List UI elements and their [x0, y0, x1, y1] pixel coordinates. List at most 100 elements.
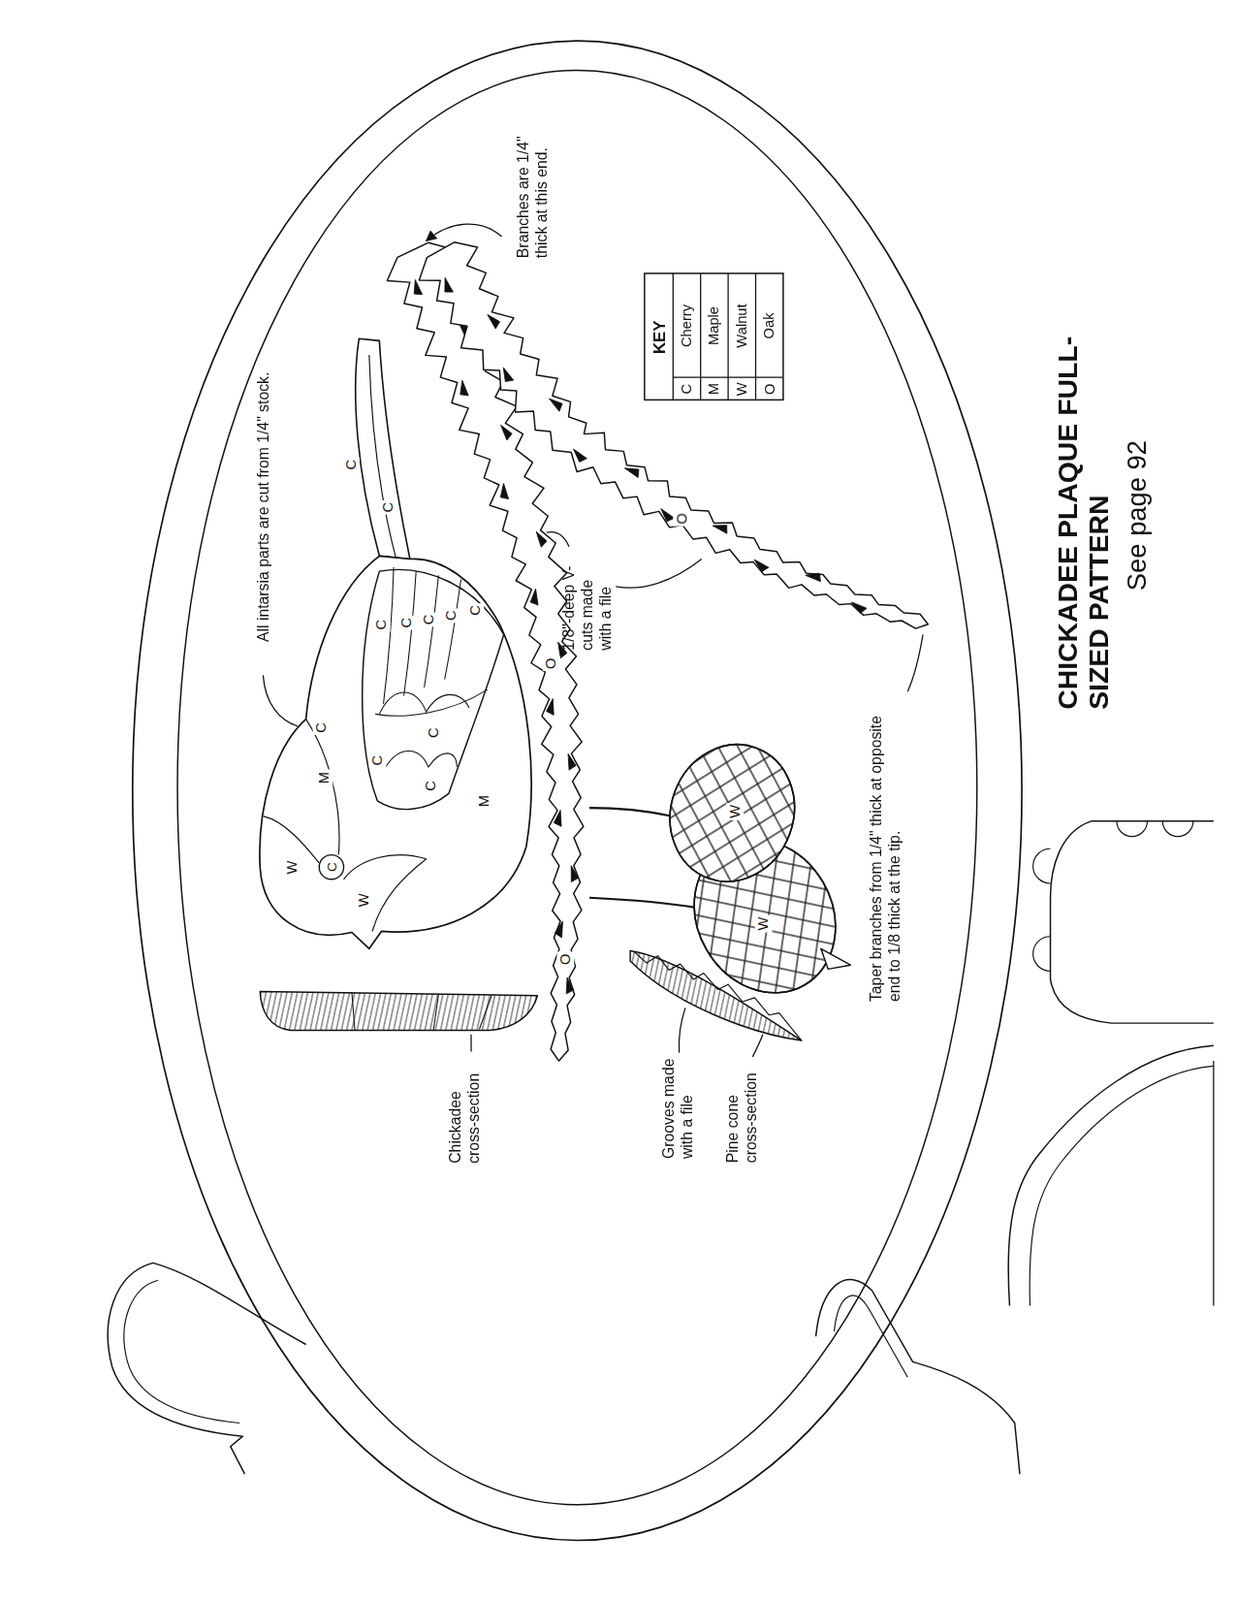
groove-line — [633, 950, 802, 1041]
v-cut — [554, 920, 563, 938]
v-cut — [503, 367, 514, 381]
v-cut — [460, 380, 469, 396]
key-cell: M — [704, 382, 723, 395]
leader-line — [752, 1034, 763, 1057]
cone-scales — [651, 727, 815, 900]
v-cut — [546, 698, 555, 716]
note-text: Chickadee cross-section — [445, 1055, 483, 1163]
wood-letter: W — [283, 857, 301, 876]
cone-tip — [821, 948, 852, 969]
v-cut — [712, 525, 728, 534]
cone-stem — [589, 807, 671, 816]
wood-letter: C — [397, 614, 415, 630]
next-pattern — [1033, 821, 1194, 972]
v-cut — [536, 531, 547, 547]
note-text: 1/8"-deep V-cuts made with a file — [558, 553, 614, 651]
v-cut — [500, 483, 508, 500]
key-cell: Walnut — [732, 303, 751, 348]
feather-line — [404, 570, 417, 696]
wood-letter: W — [354, 890, 373, 909]
key-cell: Cherry — [677, 303, 696, 347]
next-pattern — [1029, 1065, 1214, 1305]
v-cut — [566, 977, 574, 994]
pine-branch — [418, 242, 928, 629]
leader-line — [546, 532, 570, 547]
wood-letter: C — [313, 720, 331, 735]
part-line — [306, 719, 340, 856]
section-joint — [351, 992, 492, 1031]
v-cut — [548, 398, 563, 412]
v-cut — [851, 602, 867, 614]
part-line — [262, 816, 319, 863]
wood-letter: C — [379, 499, 397, 514]
chickadee-section — [259, 991, 538, 1031]
part-line — [344, 855, 427, 880]
bird-tail — [355, 338, 411, 559]
wood-letter: W — [754, 914, 772, 932]
wood-letter: C — [373, 616, 391, 632]
bird-wing — [362, 569, 505, 809]
plaque-outline — [132, 40, 1022, 1540]
leader-line — [615, 558, 701, 588]
wood-letter: O — [672, 509, 691, 526]
note-text: All intarsia parts are cut from 1/4" sto… — [253, 372, 273, 642]
v-cut — [413, 280, 422, 295]
wood-letter: C — [424, 725, 443, 740]
key-cell: C — [677, 382, 696, 394]
wood-letter: W — [726, 801, 744, 820]
note-text: Taper branches from 1/4" thick at opposi… — [866, 695, 904, 1002]
key-cell: O — [760, 382, 778, 394]
key-cell: W — [732, 381, 751, 396]
next-pattern — [1050, 821, 1214, 1023]
wood-letter: C — [323, 859, 340, 874]
key-cell: Maple — [705, 305, 724, 345]
pattern-title: CHICKADEE PLAQUE FULL-SIZED PATTERN — [1053, 321, 1114, 710]
wood-letter: O — [556, 950, 574, 967]
v-cut — [805, 572, 822, 581]
feather-line — [444, 579, 462, 680]
v-cut — [624, 468, 639, 478]
wood-letter: C — [421, 777, 440, 793]
wood-letter: C — [368, 752, 386, 767]
wood-letter: O — [541, 655, 560, 671]
part-line — [372, 858, 427, 932]
pine-cone — [651, 727, 815, 900]
note-text: Pine cone cross-section — [723, 1060, 761, 1163]
table-rule — [672, 273, 784, 400]
plaque-bevel — [177, 70, 978, 1505]
v-cut — [487, 314, 501, 329]
v-cut — [573, 448, 588, 462]
leader-line — [678, 1007, 686, 1052]
cone-stem — [589, 897, 698, 909]
v-cut — [444, 277, 453, 292]
v-cut — [570, 865, 578, 883]
page-reference: See page 92 — [1121, 439, 1151, 590]
wood-letter: C — [419, 611, 438, 627]
next-pattern — [124, 1279, 240, 1423]
wood-letter: C — [342, 456, 360, 472]
v-cut — [553, 809, 562, 826]
leader-line — [907, 633, 923, 692]
wood-letter: C — [442, 607, 460, 623]
feather-line — [383, 567, 395, 704]
wood-letter: M — [316, 768, 334, 785]
cone-section — [630, 950, 802, 1041]
feather-line — [424, 574, 440, 688]
tail-line — [369, 354, 396, 557]
wood-letter: C — [466, 602, 484, 618]
wood-letter: M — [475, 792, 494, 808]
next-pattern — [1212, 1060, 1214, 1305]
covert-line — [379, 692, 470, 714]
key-cell: Oak — [760, 312, 778, 339]
v-cut — [530, 588, 539, 605]
note-text: Branches are 1/4" thick at this end. — [513, 104, 551, 258]
part-line — [375, 689, 488, 716]
leader-arrow — [426, 223, 503, 241]
next-pattern — [834, 1295, 909, 1377]
leader-line — [262, 674, 298, 727]
next-pattern — [107, 1262, 306, 1474]
v-cut — [568, 753, 576, 770]
